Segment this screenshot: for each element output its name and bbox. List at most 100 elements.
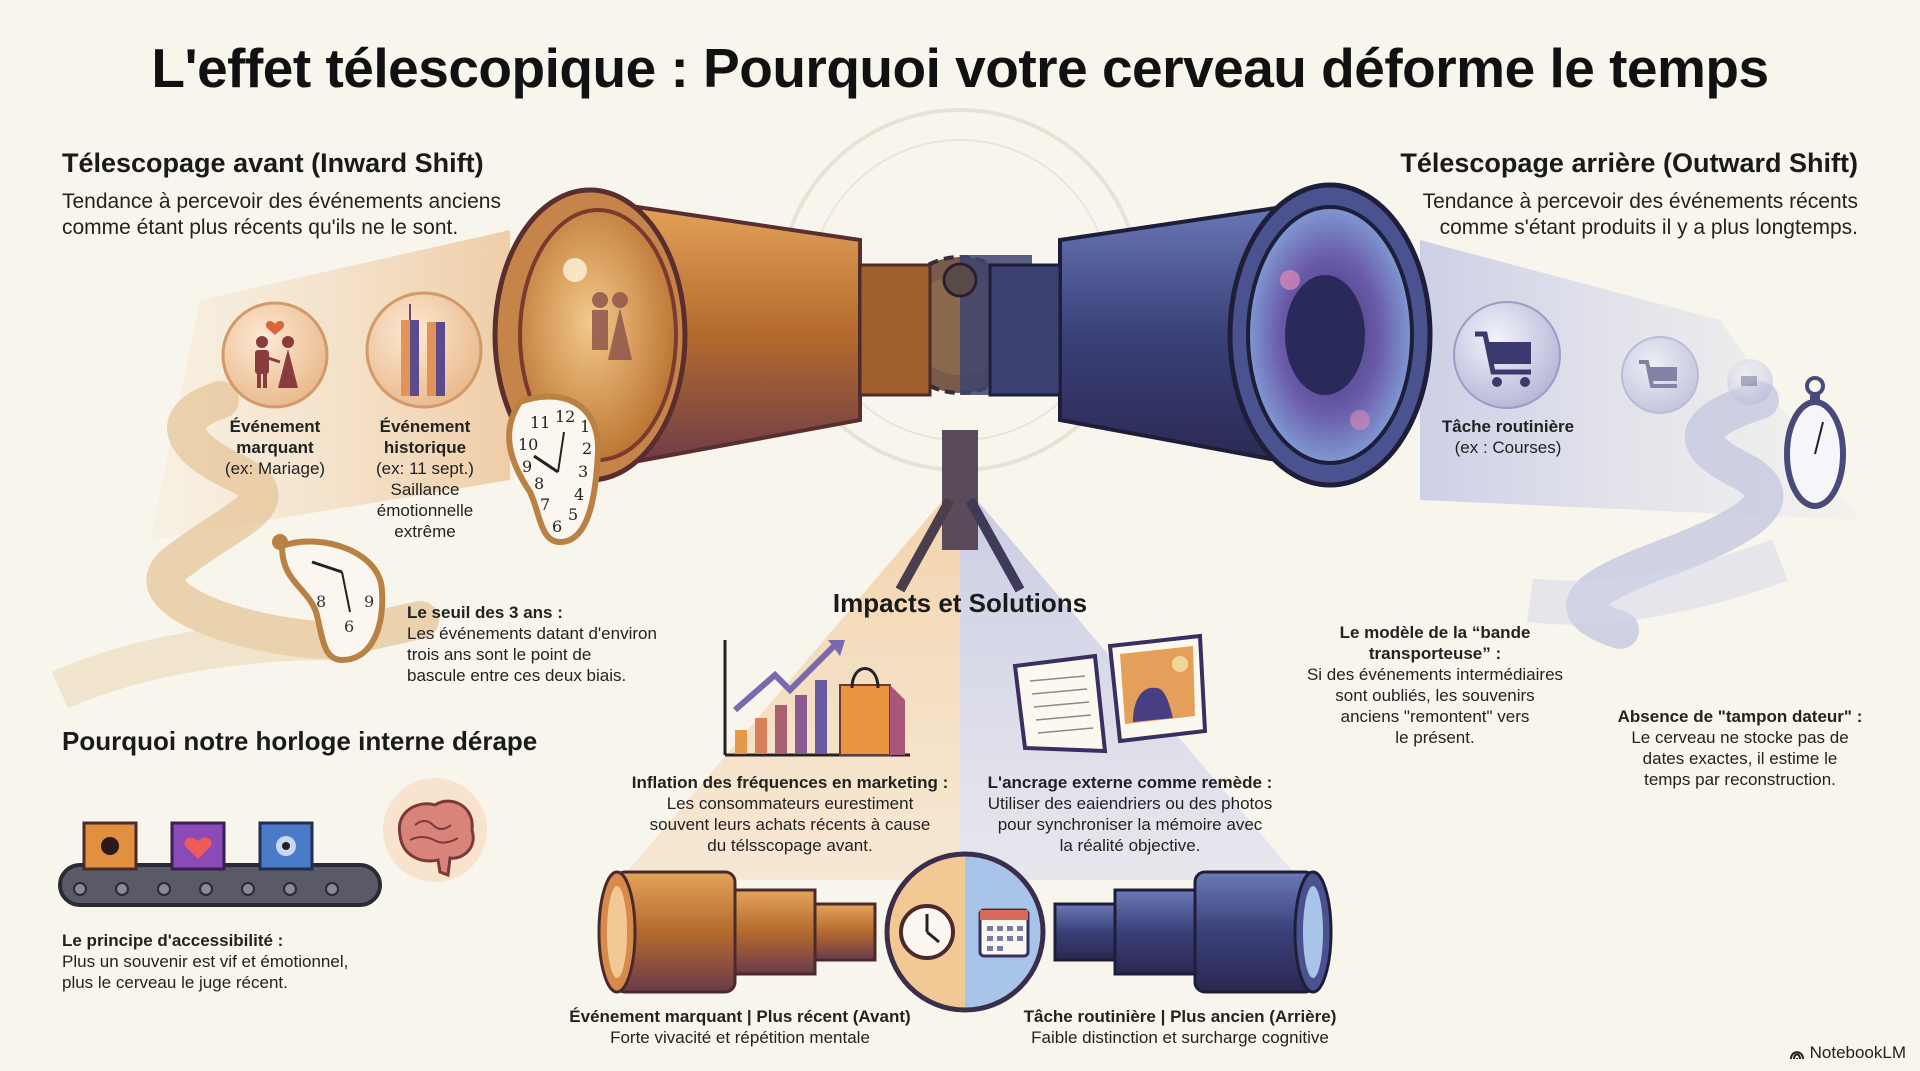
marketing-line: Les consommateurs eurestiment <box>666 794 914 813</box>
anchoring-line: la réalité objective. <box>1059 836 1201 855</box>
marketing-title: Inflation des fréquences en marketing : <box>631 773 949 792</box>
shopping-cart-icon <box>1453 301 1561 409</box>
belt-model-line: sont oubliés, les souvenirs <box>1335 686 1535 705</box>
towers-label-extra: Saillance <box>390 480 460 499</box>
memory-box-orange-icon <box>82 821 138 871</box>
belt-model-line: Si des événements intermédiaires <box>1306 665 1564 684</box>
clock-number: 3 <box>578 462 588 481</box>
backward-desc-line: Tendance à percevoir des événements réce… <box>1422 190 1858 213</box>
belt-model-line: le présent. <box>1395 728 1475 747</box>
page-title: L'effet télescopique : Pourquoi votre ce… <box>151 37 1769 99</box>
anchoring-line: pour synchroniser la mémoire avec <box>997 815 1263 834</box>
calendar-icon <box>978 908 1030 958</box>
clock-number: 9 <box>522 457 532 476</box>
cart-label-sub: (ex : Courses) <box>1454 438 1562 457</box>
clock-number: 4 <box>574 485 584 504</box>
bottom-telescope-illustration <box>597 851 1333 1013</box>
towers-label-title: Événement <box>379 417 471 436</box>
towers-label-extra: extrême <box>394 522 456 541</box>
no-timestamp-note: Absence de "tampon dateur" : Le cerveau … <box>1610 706 1870 790</box>
couple-label: Événement marquant (ex: Mariage) <box>200 416 350 479</box>
backward-description: Tendance à percevoir des événements réce… <box>1400 189 1858 241</box>
anchoring-note: L'ancrage externe comme remède : Utilise… <box>960 772 1300 856</box>
clock-number: 5 <box>568 505 578 524</box>
cart-label-title: Tâche routinière <box>1441 417 1575 436</box>
threshold-line: Les événements datant d'environ <box>407 624 657 643</box>
bottom-left-sub: Forte vivacité et répétition mentale <box>610 1028 870 1047</box>
notebooklm-logo-icon <box>1789 1051 1804 1060</box>
main-telescope-illustration <box>492 182 1433 593</box>
shopping-cart-small-icon <box>1621 336 1699 414</box>
clock-number: 10 <box>518 435 538 454</box>
notebooklm-watermark: NotebookLM <box>1789 1043 1906 1063</box>
anchoring-title: L'ancrage externe comme remède : <box>987 773 1273 792</box>
bottom-right-sub: Faible distinction et surcharge cognitiv… <box>1031 1028 1329 1047</box>
couple-label-title: Événement <box>229 417 321 436</box>
no-timestamp-line: dates exactes, il estime le <box>1642 749 1838 768</box>
melting-clock-lens-icon: 12 1 2 3 4 5 6 7 8 9 10 11 <box>506 393 602 546</box>
accessibility-line: plus le cerveau le juge récent. <box>62 973 288 992</box>
brain-icon <box>383 778 487 882</box>
bottom-left-caption: Événement marquant | Plus récent (Avant)… <box>560 1006 920 1048</box>
threshold-line: trois ans sont le point de <box>407 645 592 664</box>
belt-model-line: anciens "remontent" vers <box>1340 707 1530 726</box>
twin-towers-icon <box>365 291 483 409</box>
pocket-watch-icon <box>1784 376 1846 509</box>
belt-model-title: Le modèle de la “bande <box>1339 623 1531 642</box>
backward-section: Télescopage arrière (Outward Shift) Tend… <box>1400 148 1858 241</box>
shopping-cart-bubbles <box>1453 301 1773 414</box>
forward-heading: Télescopage avant (Inward Shift) <box>62 148 484 178</box>
svg-text:6: 6 <box>344 617 354 636</box>
couple-label-title: marquant <box>236 438 314 457</box>
forward-section: Télescopage avant (Inward Shift) Tendanc… <box>62 148 501 241</box>
backward-heading: Télescopage arrière (Outward Shift) <box>1400 148 1858 178</box>
notebook-photo-icon <box>1012 633 1208 754</box>
forward-description: Tendance à percevoir des événements anci… <box>62 189 501 241</box>
forward-desc-line: Tendance à percevoir des événements anci… <box>62 190 501 213</box>
threshold-note: Le seuil des 3 ans : Les événements data… <box>407 602 657 686</box>
clock-icon <box>899 904 955 960</box>
towers-label-title: historique <box>383 438 467 457</box>
towers-label-extra: émotionnelle <box>376 501 474 520</box>
clock-number: 1 <box>580 417 590 436</box>
marketing-line: du télsscopage avant. <box>707 836 873 855</box>
conveyor-belt-icon <box>58 821 382 907</box>
shopping-cart-tiny-icon <box>1727 359 1773 405</box>
clock-number: 8 <box>534 474 544 493</box>
internal-clock-heading: Pourquoi notre horloge interne dérape <box>62 726 538 756</box>
impacts-heading: Impacts et Solutions <box>832 588 1088 618</box>
towers-label-sub: (ex: 11 sept.) <box>376 459 474 478</box>
svg-text:8: 8 <box>316 592 326 611</box>
watermark-label: NotebookLM <box>1809 1043 1906 1062</box>
anchoring-line: Utiliser des eaiendriers ou des photos <box>987 794 1273 813</box>
towers-label: Événement historique (ex: 11 sept.) Sail… <box>350 416 500 542</box>
no-timestamp-line: Le cerveau ne stocke pas de <box>1631 728 1849 747</box>
clock-number: 2 <box>582 439 592 458</box>
memory-box-blue-icon <box>258 821 314 871</box>
melting-clock-icon: 6 8 9 <box>272 534 386 664</box>
couple-heart-icon <box>221 301 329 409</box>
clock-number: 12 <box>555 407 575 426</box>
marketing-line: souvent leurs achats récents à cause <box>649 815 931 834</box>
cart-label: Tâche routinière (ex : Courses) <box>1430 416 1586 458</box>
threshold-title: Le seuil des 3 ans : <box>407 603 563 622</box>
accessibility-note: Le principe d'accessibilité : Plus un so… <box>62 930 348 993</box>
belt-model-title: transporteuse” : <box>1368 644 1502 663</box>
no-timestamp-line: temps par reconstruction. <box>1644 770 1836 789</box>
bottom-right-caption: Tâche routinière | Plus ancien (Arrière)… <box>1000 1006 1360 1048</box>
threshold-line: bascule entre ces deux biais. <box>407 666 627 685</box>
couple-label-sub: (ex: Mariage) <box>224 459 326 478</box>
belt-model-note: Le modèle de la “bande transporteuse” : … <box>1290 622 1580 748</box>
clock-number: 6 <box>552 517 562 536</box>
growth-chart-shopping-bag-icon <box>723 640 910 757</box>
bottom-left-title: Événement marquant | Plus récent (Avant) <box>569 1007 911 1026</box>
bottom-right-title: Tâche routinière | Plus ancien (Arrière) <box>1023 1007 1337 1026</box>
marketing-note: Inflation des fréquences en marketing : … <box>620 772 960 856</box>
accessibility-title: Le principe d'accessibilité : <box>62 931 284 950</box>
clock-number: 7 <box>540 495 550 514</box>
memory-box-heart-icon <box>170 821 226 871</box>
forward-desc-line: comme étant plus récents qu'ils ne le so… <box>62 216 459 239</box>
no-timestamp-title: Absence de "tampon dateur" : <box>1617 707 1863 726</box>
clock-number: 11 <box>530 413 550 432</box>
accessibility-line: Plus un souvenir est vif et émotionnel, <box>62 952 349 971</box>
